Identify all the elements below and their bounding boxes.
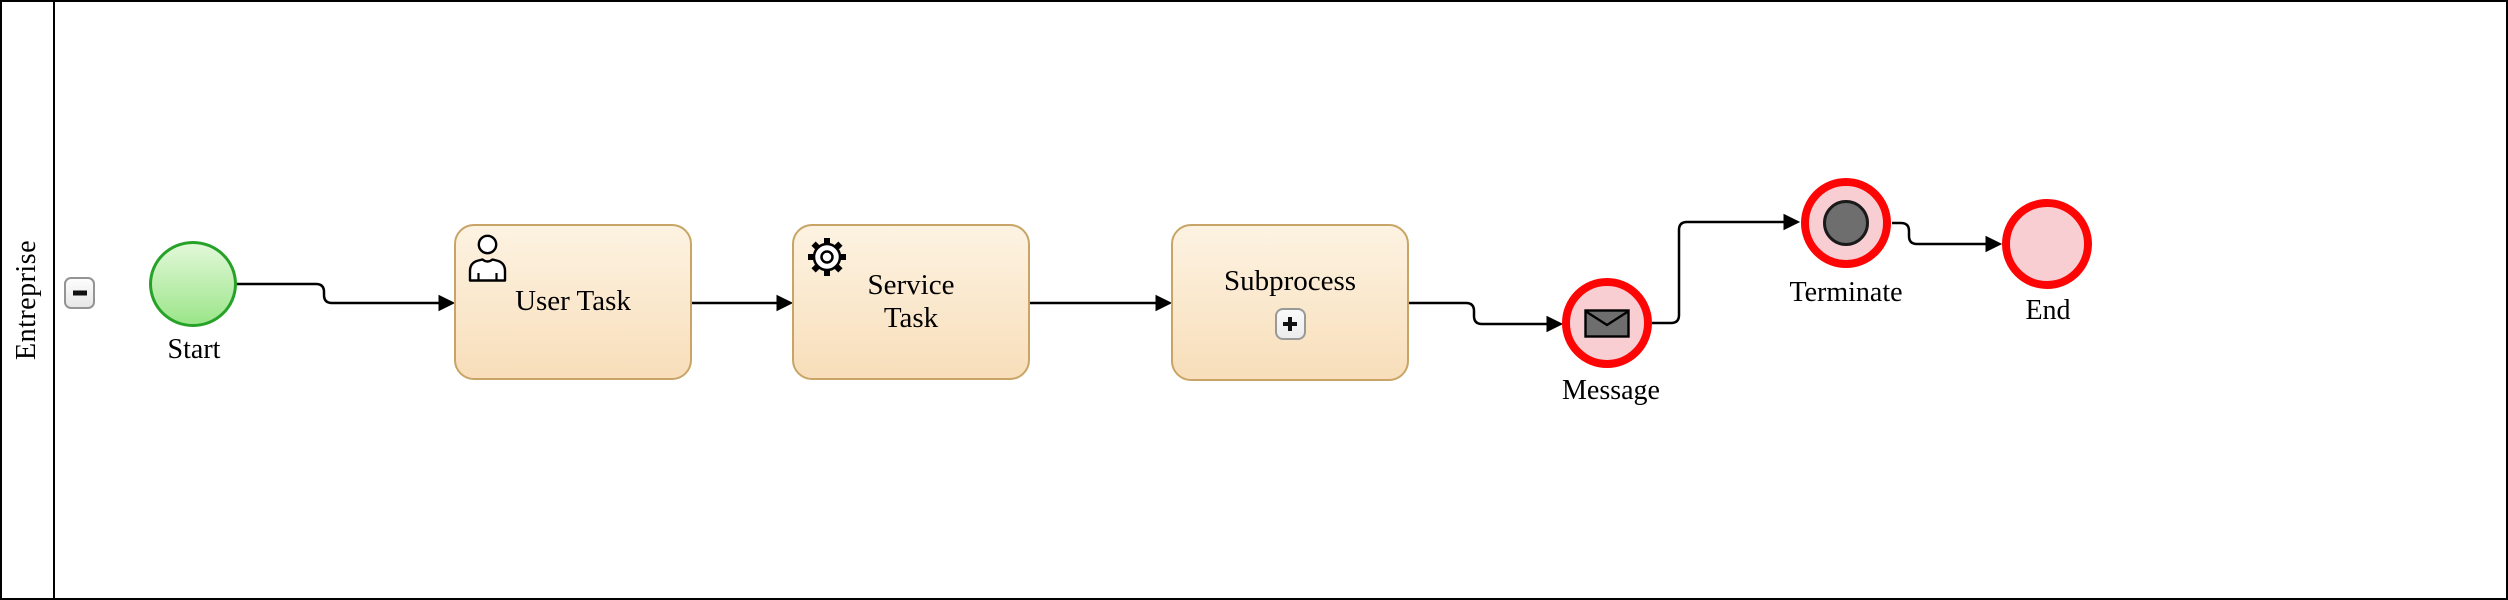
user-task-label: User Task <box>515 285 631 318</box>
terminate-event-label: Terminate <box>1789 277 1903 308</box>
minus-icon <box>72 290 87 296</box>
start-event-label: Start <box>167 334 221 365</box>
plus-icon <box>1283 317 1297 332</box>
user-task[interactable]: User Task <box>454 224 692 380</box>
subprocess-label: Subprocess <box>1223 264 1357 297</box>
person-icon <box>468 234 507 282</box>
service-task-label: Service Task <box>867 268 955 334</box>
gear-icon <box>808 238 846 276</box>
terminate-event[interactable] <box>1801 178 1891 268</box>
message-event[interactable] <box>1562 278 1652 368</box>
pool-label-lane: Entreprise <box>2 2 55 598</box>
subprocess-expand-button[interactable] <box>1274 308 1306 341</box>
end-event-label: End <box>2025 295 2071 326</box>
flow-subprocess-to-message <box>1409 301 1564 333</box>
terminate-icon <box>1823 200 1869 246</box>
flow-message-to-terminate <box>1652 213 1801 325</box>
envelope-icon <box>1584 308 1630 338</box>
service-task[interactable]: Service Task <box>792 224 1030 380</box>
start-event[interactable] <box>149 241 237 327</box>
end-event[interactable] <box>2002 199 2092 289</box>
flow-terminate-to-end <box>1892 221 2003 253</box>
flow-user-task-to-service-task <box>692 294 794 312</box>
message-event-label: Message <box>1562 375 1660 406</box>
pool-collapse-button[interactable] <box>64 277 95 309</box>
flow-service-task-to-subprocess <box>1030 294 1173 312</box>
flow-start-to-user-task <box>236 282 456 312</box>
subprocess-task[interactable]: Subprocess <box>1171 224 1409 381</box>
